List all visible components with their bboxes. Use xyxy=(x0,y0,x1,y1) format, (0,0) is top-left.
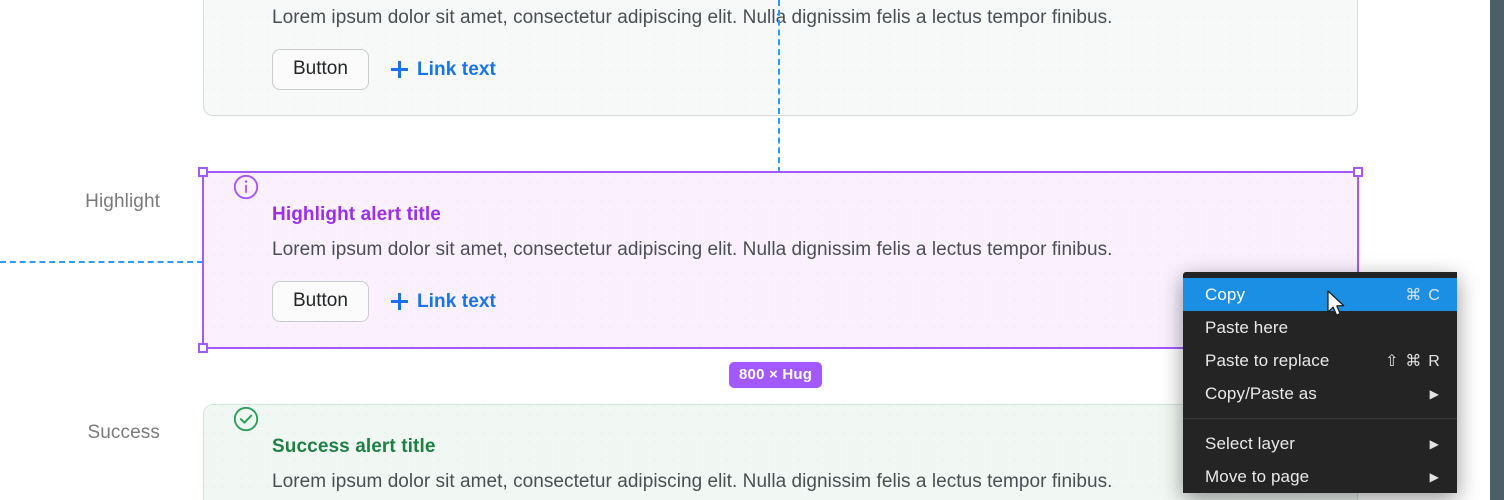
alert-link-label-neutral: Link text xyxy=(416,58,496,80)
context-menu-label: Copy xyxy=(1205,284,1246,304)
context-menu-label: Move to page xyxy=(1205,466,1310,486)
context-menu-label: Copy/Paste as xyxy=(1205,383,1317,403)
right-panel-strip xyxy=(1490,0,1504,500)
alert-body-success: Lorem ipsum dolor sit amet, consectetur … xyxy=(272,471,1113,492)
submenu-arrow-icon: ▶ xyxy=(1429,469,1439,484)
alert-card-success[interactable]: Success alert title Lorem ipsum dolor si… xyxy=(203,404,1358,500)
alert-card-highlight[interactable]: Highlight alert title Lorem ipsum dolor … xyxy=(203,172,1358,348)
alert-actions-highlight: Button Link text xyxy=(272,281,1357,322)
alert-link-label-highlight: Link text xyxy=(416,290,496,312)
context-menu-shortcut: ⇧ ⌘ R xyxy=(1385,352,1441,370)
context-menu-item-paste-to-replace[interactable]: Paste to replace ⇧ ⌘ R xyxy=(1183,344,1457,377)
alert-button-neutral[interactable]: Button xyxy=(272,49,369,90)
alert-actions-neutral: Button Link text xyxy=(272,49,1357,90)
context-menu-item-move-to-page[interactable]: Move to page ▶ xyxy=(1183,460,1457,493)
size-badge: 800 × Hug xyxy=(729,362,823,388)
alert-body-neutral: Lorem ipsum dolor sit amet, consectetur … xyxy=(272,7,1113,28)
context-menu-label: Paste here xyxy=(1205,317,1289,337)
submenu-arrow-icon: ▶ xyxy=(1429,386,1439,401)
check-circle-icon xyxy=(232,405,260,433)
context-menu-separator xyxy=(1183,418,1457,419)
plus-icon xyxy=(390,293,408,310)
context-menu-item-copy[interactable]: Copy ⌘ C xyxy=(1183,278,1457,311)
context-menu-item-copy-paste-as[interactable]: Copy/Paste as ▶ xyxy=(1183,377,1457,410)
alert-button-highlight[interactable]: Button xyxy=(272,281,369,322)
context-menu-item-select-layer[interactable]: Select layer ▶ xyxy=(1183,427,1457,460)
alert-link-highlight[interactable]: Link text xyxy=(390,290,496,313)
context-menu-label: Select layer xyxy=(1205,433,1296,453)
alert-link-neutral[interactable]: Link text xyxy=(390,58,496,81)
guide-vertical xyxy=(778,0,780,173)
context-menu[interactable]: Copy ⌘ C Paste here Paste to replace ⇧ ⌘… xyxy=(1183,272,1457,493)
submenu-arrow-icon: ▶ xyxy=(1429,436,1439,451)
context-menu-item-paste-here[interactable]: Paste here xyxy=(1183,311,1457,344)
alert-title-success: Success alert title xyxy=(272,436,436,457)
info-circle-icon xyxy=(232,173,260,201)
row-label-success: Success xyxy=(87,422,160,443)
guide-horizontal xyxy=(0,261,203,263)
alert-title-highlight: Highlight alert title xyxy=(272,204,441,225)
context-menu-shortcut: ⌘ C xyxy=(1405,286,1441,304)
alert-card-neutral[interactable]: Lorem ipsum dolor sit amet, consectetur … xyxy=(203,0,1358,116)
context-menu-label: Paste to replace xyxy=(1205,350,1330,370)
alert-body-highlight: Lorem ipsum dolor sit amet, consectetur … xyxy=(272,239,1113,260)
plus-icon xyxy=(390,61,408,78)
row-label-highlight: Highlight xyxy=(85,191,160,212)
